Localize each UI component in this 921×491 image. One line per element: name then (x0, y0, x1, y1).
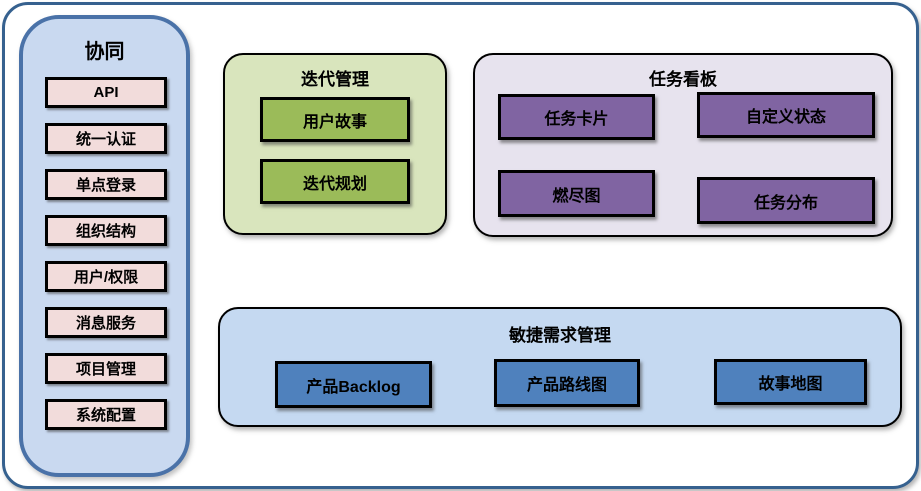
box-task-distribution: 任务分布 (697, 177, 875, 224)
agile-requirements-title: 敏捷需求管理 (509, 326, 611, 345)
iteration-management-title: 迭代管理 (301, 70, 369, 89)
box-custom-status: 自定义状态 (697, 92, 875, 138)
collaboration-panel: 协同 API 统一认证 单点登录 组织结构 用户/权限 消息服务 项目管理 系统… (19, 15, 190, 477)
collaboration-panel-title: 协同 (84, 41, 125, 63)
sidebar-item-project-mgmt: 项目管理 (45, 353, 167, 384)
sidebar-item-system-config: 系统配置 (45, 399, 167, 430)
box-burndown-chart: 燃尽图 (498, 170, 655, 217)
task-board-title: 任务看板 (649, 70, 717, 89)
sidebar-item-sso: 单点登录 (45, 169, 167, 200)
sidebar-item-user-perms: 用户/权限 (45, 261, 167, 292)
agile-requirements-panel: 敏捷需求管理 产品Backlog 产品路线图 故事地图 (218, 307, 902, 427)
sidebar-item-unified-auth: 统一认证 (45, 123, 167, 154)
iteration-management-panel: 迭代管理 用户故事 迭代规划 (223, 53, 447, 235)
box-iteration-planning: 迭代规划 (260, 159, 410, 204)
sidebar-item-org-structure: 组织结构 (45, 215, 167, 246)
box-task-card: 任务卡片 (498, 94, 655, 140)
box-product-roadmap: 产品路线图 (494, 359, 640, 407)
task-board-panel: 任务看板 任务卡片 自定义状态 燃尽图 任务分布 (473, 53, 893, 237)
sidebar-item-api: API (45, 77, 167, 108)
box-user-story: 用户故事 (260, 97, 410, 142)
box-product-backlog: 产品Backlog (275, 361, 432, 408)
box-story-map: 故事地图 (714, 359, 867, 405)
sidebar-item-message-service: 消息服务 (45, 307, 167, 338)
